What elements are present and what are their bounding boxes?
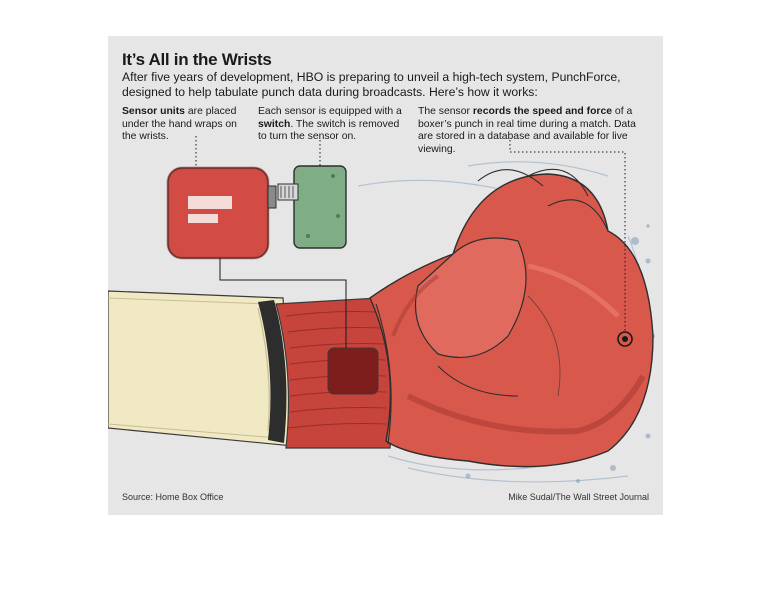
note-sensor-units-rest: are placed under the hand wraps on the w…: [122, 106, 237, 143]
cuff: [258, 300, 287, 443]
note-records: The sensor records the speed and force o…: [418, 106, 650, 156]
note-records-rest: of a boxer’s punch in real time during a…: [418, 106, 636, 155]
artist-credit: Mike Sudal/The Wall Street Journal: [508, 492, 649, 502]
page-title: It’s All in the Wrists: [122, 50, 272, 69]
note-switch: Each sensor is equipped with a switch. T…: [258, 106, 408, 144]
note-sensor-units-bold: Sensor units: [122, 106, 185, 117]
glove-illustration: [108, 136, 655, 483]
boxing-glove: [369, 168, 654, 468]
source-credit: Source: Home Box Office: [122, 492, 224, 502]
note-records-pre: The sensor: [418, 106, 473, 117]
target-marker-icon: [617, 331, 633, 347]
dotted-leaders: [195, 136, 626, 332]
intro-text: After five years of development, HBO is …: [122, 70, 621, 99]
note-switch-rest: . The switch is removed to turn the sens…: [258, 118, 400, 143]
note-switch-pre: Each sensor is equipped with a: [258, 106, 402, 117]
leader-lines: [219, 258, 347, 348]
sensor-unit-icon: [166, 166, 277, 260]
hand-wrap: [275, 297, 394, 449]
note-switch-bold: switch: [258, 118, 291, 130]
infographic-panel: It’s All in the Wrists After five years …: [108, 36, 663, 515]
note-records-bold: records the speed and force: [472, 106, 613, 117]
sensor-under-wrap: [327, 347, 379, 395]
note-sensor-units: Sensor units are placed under the hand w…: [122, 106, 247, 144]
switch-icon: [277, 165, 347, 249]
